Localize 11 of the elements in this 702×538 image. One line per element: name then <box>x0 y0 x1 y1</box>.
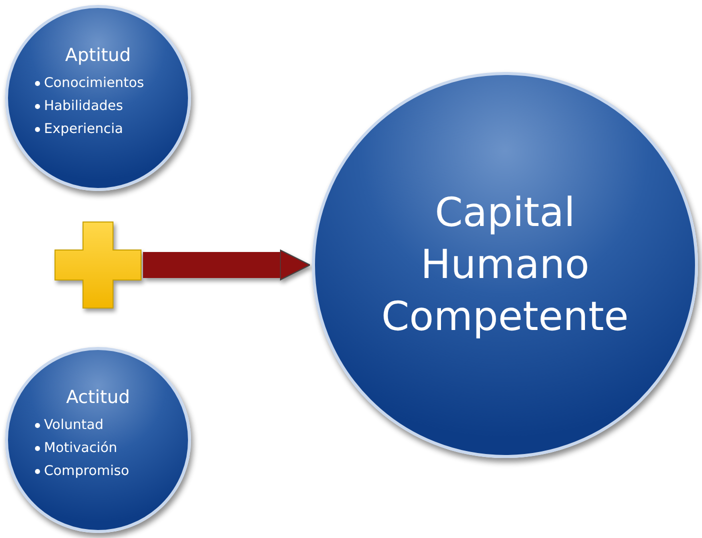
bullet-item: Conocimientos <box>44 74 144 93</box>
node-title: Capital Humano Competente <box>380 189 630 342</box>
node-heading: Actitud <box>66 387 130 408</box>
block-arrow <box>143 249 311 281</box>
bullet-item: Motivación <box>44 439 118 458</box>
bullet-item: Compromiso <box>44 462 130 481</box>
cross-shape <box>54 222 142 308</box>
bullet-item: Voluntad <box>44 416 104 435</box>
bullet-item: Experiencia <box>44 120 124 139</box>
bullet-item: Habilidades <box>44 97 123 116</box>
node-heading: Aptitud <box>65 45 131 66</box>
